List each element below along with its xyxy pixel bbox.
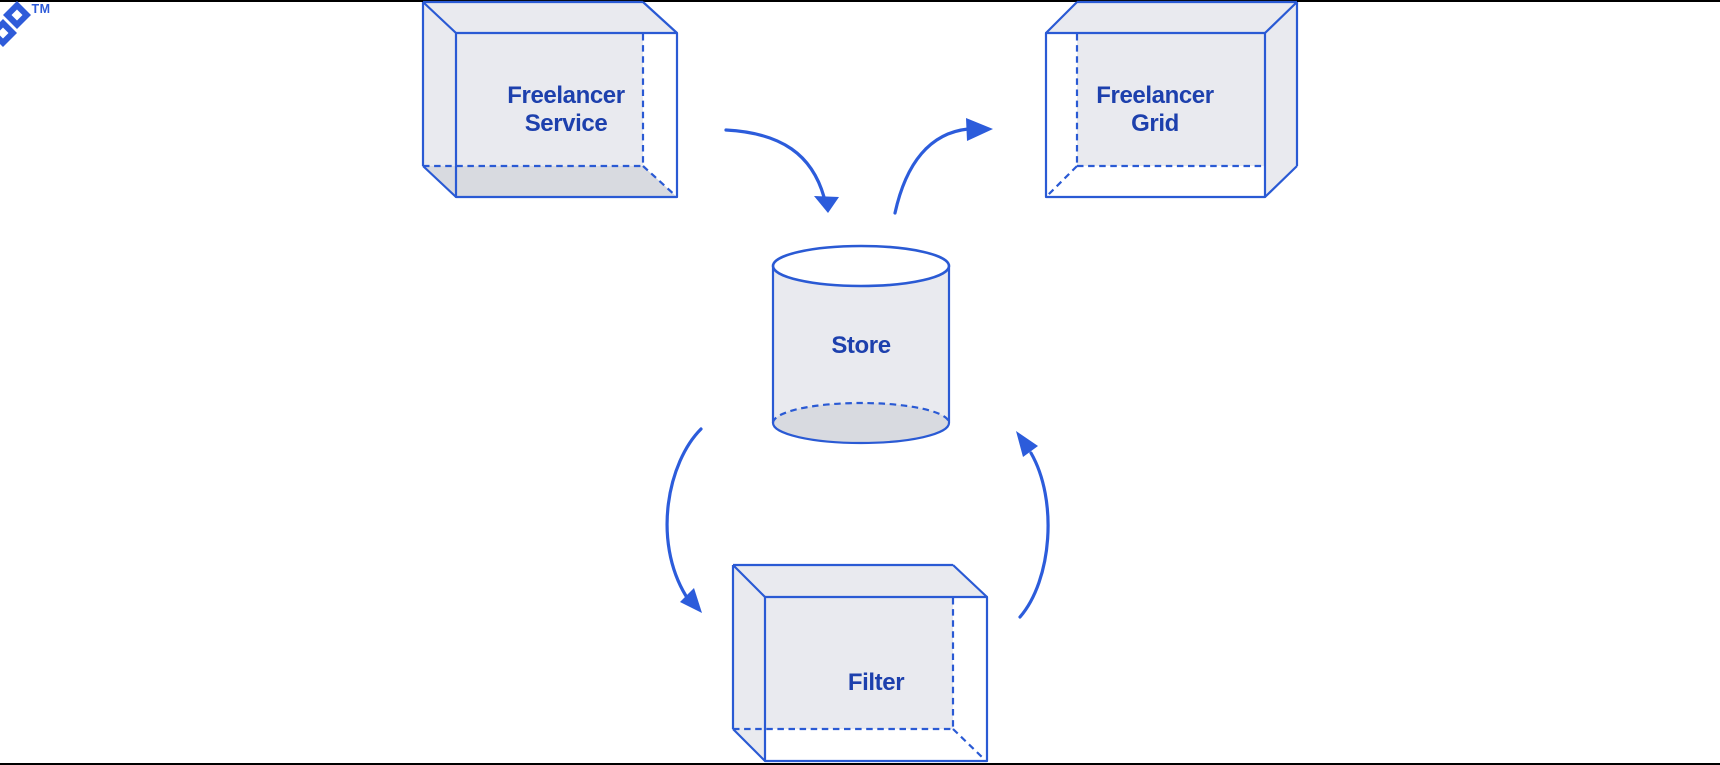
toptal-logo: TM bbox=[0, 1, 51, 47]
filter-solid-edges bbox=[731, 563, 988, 762]
store-bottom-front-arc bbox=[771, 422, 951, 445]
edge-store-to-filter bbox=[665, 427, 703, 613]
filter-box: Filter bbox=[731, 563, 989, 763]
edge-store-to-grid bbox=[893, 118, 993, 215]
filter-front-face bbox=[763, 595, 989, 763]
grid-hidden-edges bbox=[1045, 34, 1265, 198]
edge-store-to-grid-arrowhead-icon bbox=[966, 118, 993, 141]
logo-lower-diamond-icon bbox=[0, 19, 17, 47]
grid-front-face bbox=[1044, 31, 1267, 199]
store-bottom-cap bbox=[773, 403, 949, 443]
service-label-line2: Service bbox=[525, 110, 608, 137]
store-walls bbox=[771, 266, 951, 423]
grid-label-line2: Grid bbox=[1131, 110, 1179, 137]
edge-service-to-store-arrowhead-icon bbox=[814, 196, 839, 213]
edge-filter-to-store bbox=[1016, 431, 1050, 619]
service-label-line1: Freelancer bbox=[507, 82, 624, 109]
service-solid-edges bbox=[421, 0, 678, 198]
freelancer-grid-box: Freelancer Grid bbox=[1044, 0, 1299, 199]
service-front-face bbox=[454, 31, 679, 199]
edge-store-to-grid-shaft bbox=[893, 127, 970, 215]
grid-right-face bbox=[1265, 2, 1297, 197]
grid-solid-edges bbox=[1045, 0, 1299, 198]
filter-hidden-edges bbox=[733, 598, 984, 759]
store-top-cap bbox=[771, 244, 951, 288]
edge-service-to-store-shaft bbox=[724, 128, 826, 199]
grid-top-face bbox=[1046, 2, 1297, 33]
edge-store-to-filter-shaft bbox=[665, 427, 703, 598]
edge-filter-to-store-shaft bbox=[1018, 451, 1050, 619]
service-left-face bbox=[423, 2, 456, 197]
edge-filter-to-store-arrowhead-icon bbox=[1016, 431, 1038, 457]
service-hidden-edges bbox=[423, 34, 678, 198]
logo-upper-diamond-icon bbox=[3, 1, 31, 29]
freelancer-service-box: Freelancer Service bbox=[421, 0, 679, 199]
grid-label-line1: Freelancer bbox=[1096, 82, 1213, 109]
edge-service-to-store bbox=[724, 128, 839, 213]
logo-trademark: TM bbox=[32, 2, 51, 16]
filter-label: Filter bbox=[848, 669, 904, 696]
store-cylinder: Store bbox=[771, 244, 951, 445]
service-top-face bbox=[423, 2, 677, 33]
frame-border-bottom bbox=[0, 763, 1720, 765]
store-label: Store bbox=[831, 332, 890, 359]
edge-store-to-filter-arrowhead-icon bbox=[680, 588, 702, 613]
store-bottom-hidden-arc bbox=[771, 401, 951, 424]
filter-left-face bbox=[733, 565, 765, 761]
service-bottom-face bbox=[423, 166, 677, 197]
store-body-face bbox=[773, 266, 949, 443]
filter-top-face bbox=[733, 565, 987, 597]
frame-border-top bbox=[0, 0, 1720, 2]
